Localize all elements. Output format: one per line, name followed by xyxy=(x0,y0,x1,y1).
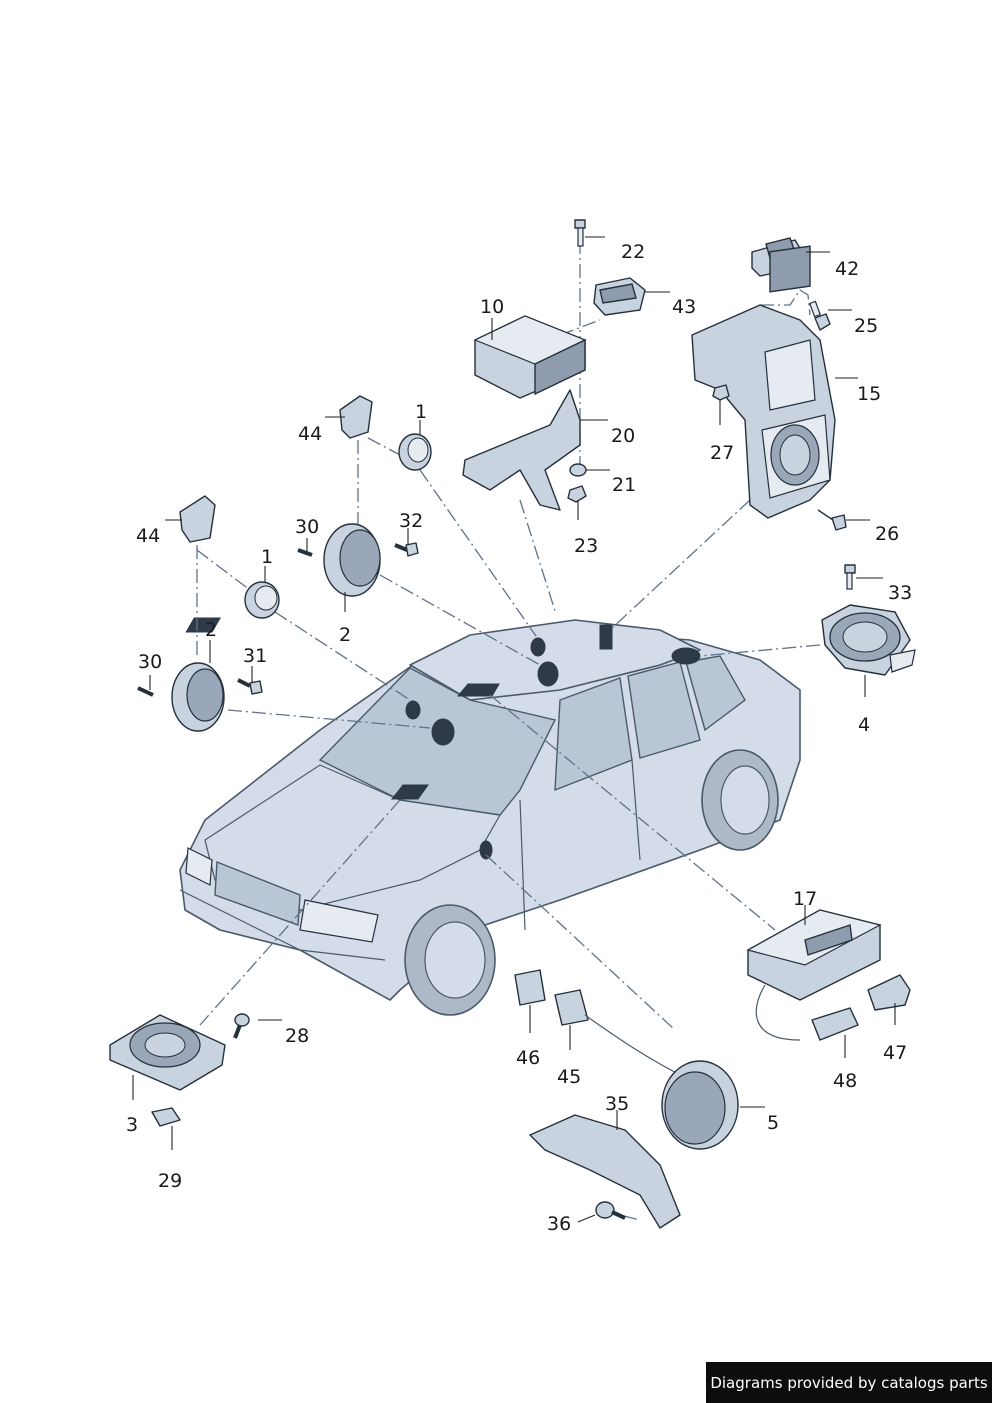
footer-banner: Diagrams provided by catalogs parts xyxy=(706,1362,992,1403)
callout-32: 32 xyxy=(399,510,423,532)
callout-20: 20 xyxy=(611,425,635,447)
callout-28: 28 xyxy=(285,1025,309,1047)
callout-30-lower: 30 xyxy=(138,651,162,673)
connector-48 xyxy=(811,1007,859,1041)
callout-30-upper: 30 xyxy=(295,516,319,538)
clip-29 xyxy=(151,1107,181,1127)
connector-43 xyxy=(593,277,646,316)
callout-1-upper: 1 xyxy=(415,401,427,423)
screw-33 xyxy=(844,564,856,590)
callout-29: 29 xyxy=(158,1170,182,1192)
speaker-2-lower xyxy=(171,662,225,732)
callout-31: 31 xyxy=(243,645,267,667)
callout-25: 25 xyxy=(854,315,878,337)
callout-48: 48 xyxy=(833,1070,857,1092)
callout-numbers: 22 43 10 20 21 23 42 25 15 27 26 33 4 44… xyxy=(126,241,912,1235)
connector-47 xyxy=(867,974,911,1011)
speaker-3 xyxy=(109,1014,226,1091)
callout-17: 17 xyxy=(793,888,817,910)
callout-5: 5 xyxy=(767,1112,779,1134)
callout-21: 21 xyxy=(612,474,636,496)
bracket-35 xyxy=(529,1114,681,1229)
control-unit-10 xyxy=(473,315,587,399)
callout-2-lower: 2 xyxy=(205,619,217,641)
bracket-44-lower xyxy=(179,495,216,543)
callout-44-lower: 44 xyxy=(136,525,160,547)
screw-26 xyxy=(817,509,847,531)
callout-10: 10 xyxy=(480,296,504,318)
callout-35: 35 xyxy=(605,1093,629,1115)
screw-32 xyxy=(394,542,419,557)
tweeter-1-upper xyxy=(398,433,432,471)
speaker-2-upper xyxy=(323,523,381,597)
tweeter-1-lower xyxy=(244,581,280,619)
screw-30-lower xyxy=(137,686,154,697)
module-17 xyxy=(746,909,882,1041)
leader-lines xyxy=(132,236,896,1223)
connector-46 xyxy=(514,969,546,1006)
callout-27: 27 xyxy=(710,442,734,464)
callout-2-upper: 2 xyxy=(339,624,351,646)
bolt-22 xyxy=(574,219,586,247)
callout-1-lower: 1 xyxy=(261,546,273,568)
screw-31 xyxy=(237,678,263,695)
callout-45: 45 xyxy=(557,1066,581,1088)
speaker-4 xyxy=(821,604,916,676)
callout-4: 4 xyxy=(858,714,870,736)
bracket-44-upper xyxy=(339,395,373,439)
bracket-20 xyxy=(462,389,581,511)
location-lines xyxy=(196,240,821,1221)
footer-text: Diagrams provided by catalogs parts xyxy=(710,1373,988,1392)
callout-15: 15 xyxy=(857,383,881,405)
screw-25 xyxy=(809,300,831,331)
callout-36: 36 xyxy=(547,1213,571,1235)
nut-27 xyxy=(712,384,730,401)
speaker-5 xyxy=(661,1060,739,1150)
subwoofer-housing-15 xyxy=(691,245,836,519)
car-illustration xyxy=(179,617,801,1016)
callout-23: 23 xyxy=(574,535,598,557)
callout-22: 22 xyxy=(621,241,645,263)
nut-23 xyxy=(567,485,587,503)
callout-43: 43 xyxy=(672,296,696,318)
callout-3: 3 xyxy=(126,1114,138,1136)
nut-21 xyxy=(569,463,587,477)
screw-30-upper xyxy=(297,548,313,557)
callout-33: 33 xyxy=(888,582,912,604)
callout-42: 42 xyxy=(835,258,859,280)
callout-46: 46 xyxy=(516,1047,540,1069)
callout-47: 47 xyxy=(883,1042,907,1064)
bolt-36 xyxy=(595,1201,626,1220)
callout-44-upper: 44 xyxy=(298,423,322,445)
screw-28 xyxy=(233,1013,250,1039)
callout-26: 26 xyxy=(875,523,899,545)
